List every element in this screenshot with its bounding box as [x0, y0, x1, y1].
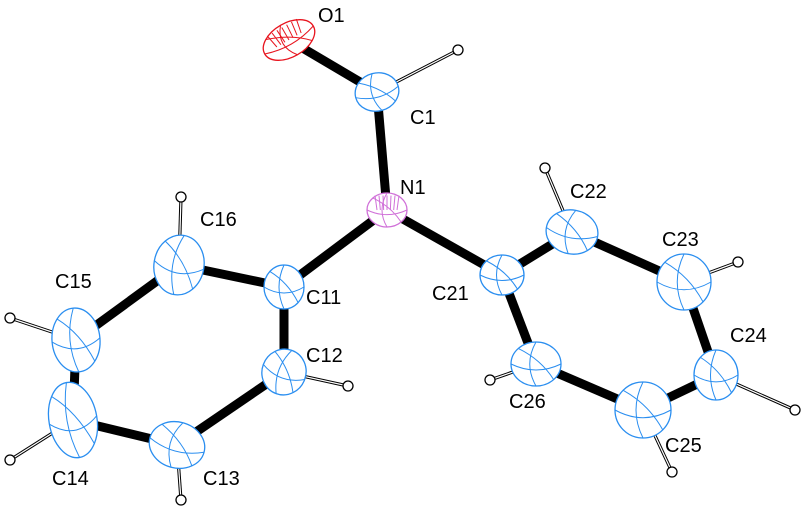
- hydrogen-atom-h25: [666, 466, 678, 478]
- atom-c26: [510, 341, 562, 387]
- atom-label-c1: C1: [410, 107, 436, 129]
- hydrogen-atom-h26: [484, 374, 496, 386]
- atom-c15: [51, 307, 101, 373]
- atom-c11: [263, 264, 305, 310]
- atom-o1: [262, 18, 316, 61]
- atom-label-c23: C23: [662, 229, 699, 251]
- hydrogen-atom-h15: [4, 312, 16, 324]
- atom-label-c16: C16: [200, 209, 237, 231]
- atom-c16: [153, 234, 205, 296]
- hydrogen-atom-h1: [452, 44, 464, 56]
- atom-label-c21: C21: [432, 283, 469, 305]
- atom-label-c13: C13: [203, 468, 240, 490]
- hydrogen-atom-h22: [539, 162, 551, 174]
- atom-c23: [656, 253, 712, 311]
- hydrogen-atom-h13: [175, 494, 187, 506]
- hydrogen-atom-h14: [4, 454, 16, 466]
- bond-N1-C11: [281, 206, 390, 291]
- atom-label-c24: C24: [730, 325, 767, 347]
- hydrogen-atom-h24: [789, 404, 801, 416]
- atom-c1: [354, 72, 400, 112]
- atom-c24: [693, 349, 739, 401]
- atom-label-n1: N1: [400, 177, 426, 199]
- atom-label-c12: C12: [306, 345, 343, 367]
- hydrogen-atom-h16: [175, 191, 187, 203]
- hydrogen-atom-h12: [342, 380, 354, 392]
- atom-c13: [148, 420, 206, 470]
- atom-label-o1: O1: [318, 5, 345, 27]
- atom-label-c11: C11: [306, 287, 341, 309]
- atom-label-c26: C26: [509, 391, 546, 413]
- atom-label-c14: C14: [52, 468, 89, 490]
- atom-label-c25: C25: [665, 435, 702, 457]
- atom-c22: [545, 209, 599, 255]
- atom-n1: [366, 192, 408, 228]
- atom-c25: [614, 381, 672, 439]
- atom-c21: [479, 254, 525, 296]
- atom-label-c22: C22: [570, 181, 607, 203]
- atom-c14: [47, 381, 99, 459]
- atom-c12: [261, 348, 307, 396]
- hydrogen-atom-h23: [732, 256, 744, 268]
- atom-label-c15: C15: [55, 271, 92, 293]
